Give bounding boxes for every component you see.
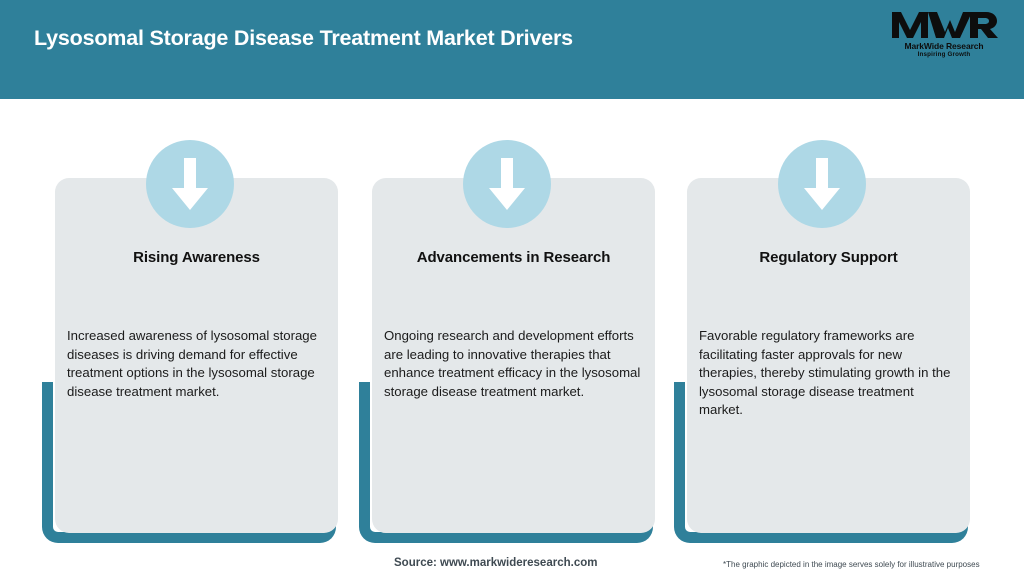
- driver-body-3: Favorable regulatory frameworks are faci…: [699, 328, 951, 418]
- driver-body-2: Ongoing research and development efforts…: [384, 328, 641, 399]
- driver-title-1: Rising Awareness: [133, 249, 260, 266]
- arrow-down-icon-3: [778, 140, 866, 228]
- driver-card-2[interactable]: [372, 178, 655, 533]
- driver-title-3: Regulatory Support: [759, 249, 898, 266]
- driver-card-3[interactable]: [687, 178, 970, 533]
- logo-tagline: Inspiring Growth: [917, 51, 971, 58]
- arrow-down-icon-1: [146, 140, 234, 228]
- brand-logo: MarkWide Research Inspiring Growth: [888, 10, 1000, 64]
- drivers-board: Rising Awareness Increased awareness of …: [0, 99, 1024, 576]
- logo-company-name: MarkWide Research: [904, 41, 984, 51]
- driver-column-3: Regulatory Support Favorable regulatory …: [661, 99, 981, 576]
- arrow-down-glyph: [804, 158, 840, 210]
- driver-card-1[interactable]: [55, 178, 338, 533]
- driver-column-2: Advancements in Research Ongoing researc…: [346, 99, 666, 576]
- arrow-down-glyph: [172, 158, 208, 210]
- source-label: Source: www.markwideresearch.com: [394, 557, 598, 569]
- mwr-logo-icon: [892, 12, 998, 38]
- disclaimer-label: *The graphic depicted in the image serve…: [723, 560, 980, 569]
- page-header: Lysosomal Storage Disease Treatment Mark…: [0, 0, 1024, 99]
- arrow-down-icon-2: [463, 140, 551, 228]
- page-title: Lysosomal Storage Disease Treatment Mark…: [34, 26, 573, 50]
- driver-column-1: Rising Awareness Increased awareness of …: [29, 99, 349, 576]
- arrow-down-glyph: [489, 158, 525, 210]
- driver-body-1: Increased awareness of lysosomal storage…: [67, 328, 317, 399]
- driver-title-2: Advancements in Research: [416, 249, 611, 266]
